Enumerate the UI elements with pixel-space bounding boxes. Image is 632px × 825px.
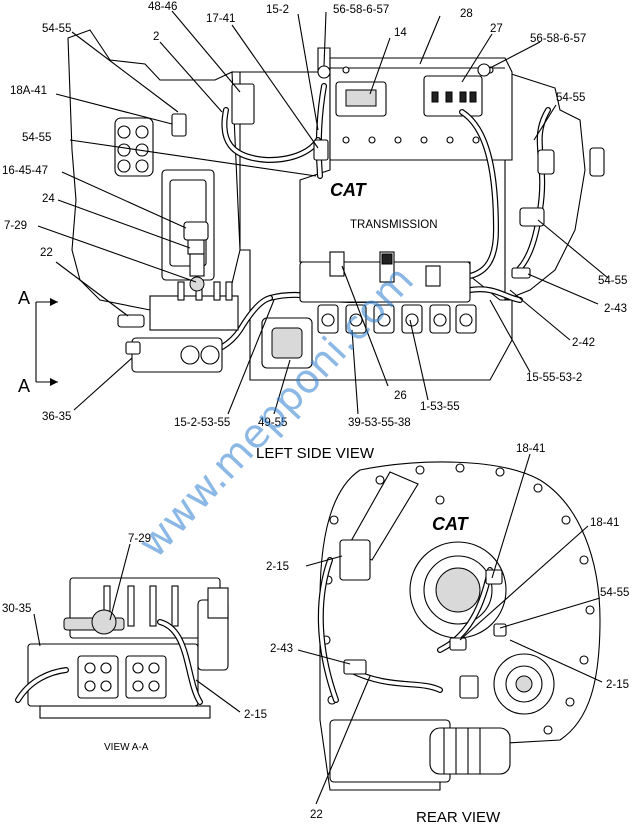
section-letter-bottom: A	[18, 376, 30, 396]
callout-15-55-53-2: 15-55-53-2	[526, 372, 582, 384]
callout-2-43-rear: 2-43	[270, 643, 293, 655]
sensor-stack	[183, 221, 209, 292]
callout-27: 27	[490, 23, 503, 35]
view-aa: 7-29 30-35 2-15 VIEW A-A	[2, 533, 267, 753]
rear-view: CAT 18-41 18-41 54-55	[266, 443, 629, 825]
callout-28: 28	[460, 8, 473, 20]
callout-54-55-right: 54-55	[556, 92, 585, 104]
callout-16-45-47: 16-45-47	[2, 165, 48, 177]
callout-17-41: 17-41	[206, 13, 235, 25]
callout-26: 26	[394, 390, 407, 402]
connector-right-lower	[519, 207, 545, 227]
connector-18a	[171, 113, 187, 137]
rear-sensor-arm	[345, 471, 419, 561]
fitting-top-right	[477, 63, 491, 77]
connector-48	[231, 83, 255, 125]
transmission-label: TRANSMISSION	[350, 219, 438, 231]
callout-7-29-aa: 7-29	[128, 533, 151, 545]
clamp-2-43	[511, 267, 531, 279]
callout-54-55-b: 54-55	[22, 132, 51, 144]
callout-2-42: 2-42	[572, 337, 595, 349]
callout-1-53-55: 1-53-55	[420, 401, 460, 413]
rear-cat-logo: CAT	[432, 514, 470, 534]
connector-17	[313, 139, 329, 161]
cover-bolts	[342, 66, 494, 144]
callout-7-29: 7-29	[4, 220, 27, 232]
callout-56-58-6-57-a: 56-58-6-57	[333, 4, 389, 16]
aa-sensor	[91, 609, 117, 635]
callout-2-15-rear-left: 2-15	[266, 561, 289, 573]
callout-14: 14	[394, 27, 407, 39]
leader-lines-left	[37, 10, 609, 415]
callout-39-53-55-38: 39-53-55-38	[348, 417, 411, 429]
callout-2-15-rear-right: 2-15	[606, 679, 629, 691]
callout-22: 22	[40, 247, 53, 259]
callout-2-43-right: 2-43	[604, 303, 627, 315]
callout-2-top: 2	[153, 31, 159, 43]
callout-30-35: 30-35	[2, 603, 31, 615]
callout-18-41-b: 18-41	[590, 517, 619, 529]
leader-lines-rear	[297, 453, 603, 805]
callout-49-55: 49-55	[258, 417, 287, 429]
callout-2-15-aa: 2-15	[244, 709, 267, 721]
callout-54-55-c: 54-55	[598, 275, 627, 287]
callout-54-55-rear: 54-55	[600, 587, 629, 599]
right-port	[589, 147, 605, 177]
callout-15-2-top: 15-2	[266, 4, 289, 16]
solenoid-row	[299, 251, 477, 334]
callout-54-55-a: 54-55	[42, 23, 71, 35]
callout-18a-41: 18A-41	[10, 85, 47, 97]
fitting-top-left	[317, 65, 331, 79]
callout-56-58-6-57-b: 56-58-6-57	[530, 33, 586, 45]
view-aa-title: VIEW A-A	[104, 742, 149, 753]
callout-15-2-53-55: 15-2-53-55	[174, 417, 230, 429]
left-side-view: CAT TRANSMISSION	[2, 1, 627, 462]
connector-block	[423, 75, 483, 117]
callout-36-35: 36-35	[42, 411, 71, 423]
connector-right	[537, 149, 555, 175]
callout-18-41-a: 18-41	[516, 443, 545, 455]
callout-48-46: 48-46	[148, 1, 177, 13]
callout-22-rear: 22	[310, 809, 323, 821]
leader-lines-aa	[33, 543, 241, 713]
callout-24: 24	[42, 193, 55, 205]
left-side-view-title: LEFT SIDE VIEW	[256, 445, 375, 462]
rear-view-title: REAR VIEW	[416, 809, 501, 825]
section-marker: A A	[18, 288, 58, 396]
cat-logo: CAT	[330, 180, 368, 200]
section-letter-top: A	[18, 288, 30, 308]
sensor-bracket	[117, 281, 239, 373]
